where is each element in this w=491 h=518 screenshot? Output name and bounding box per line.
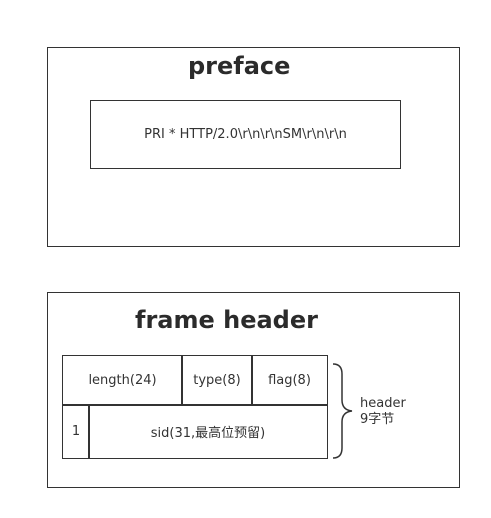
flag-field: flag(8) [251, 355, 328, 406]
curly-brace [332, 363, 353, 459]
reserved-bit-label: 1 [71, 424, 81, 439]
frame-header-box [47, 292, 460, 488]
type-field: type(8) [181, 355, 253, 406]
preface-content-box: PRI * HTTP/2.0\r\n\r\nSM\r\n\r\n [90, 100, 401, 169]
frame-header-title: frame header [135, 306, 318, 334]
preface-box [47, 47, 460, 247]
reserved-bit-field: 1 [62, 404, 90, 459]
brace-label-line1: header [360, 396, 406, 411]
length-field: length(24) [62, 355, 183, 406]
brace-label: header 9字节 [360, 396, 406, 428]
sid-field: sid(31,最高位预留) [88, 404, 328, 459]
preface-content-text: PRI * HTTP/2.0\r\n\r\nSM\r\n\r\n [144, 127, 347, 142]
sid-field-label: sid(31,最高位预留) [150, 426, 266, 441]
preface-title: preface [188, 52, 291, 80]
brace-label-line2: 9字节 [360, 412, 395, 427]
flag-field-label: flag(8) [268, 373, 311, 388]
type-field-label: type(8) [193, 373, 241, 388]
length-field-label: length(24) [88, 373, 157, 388]
